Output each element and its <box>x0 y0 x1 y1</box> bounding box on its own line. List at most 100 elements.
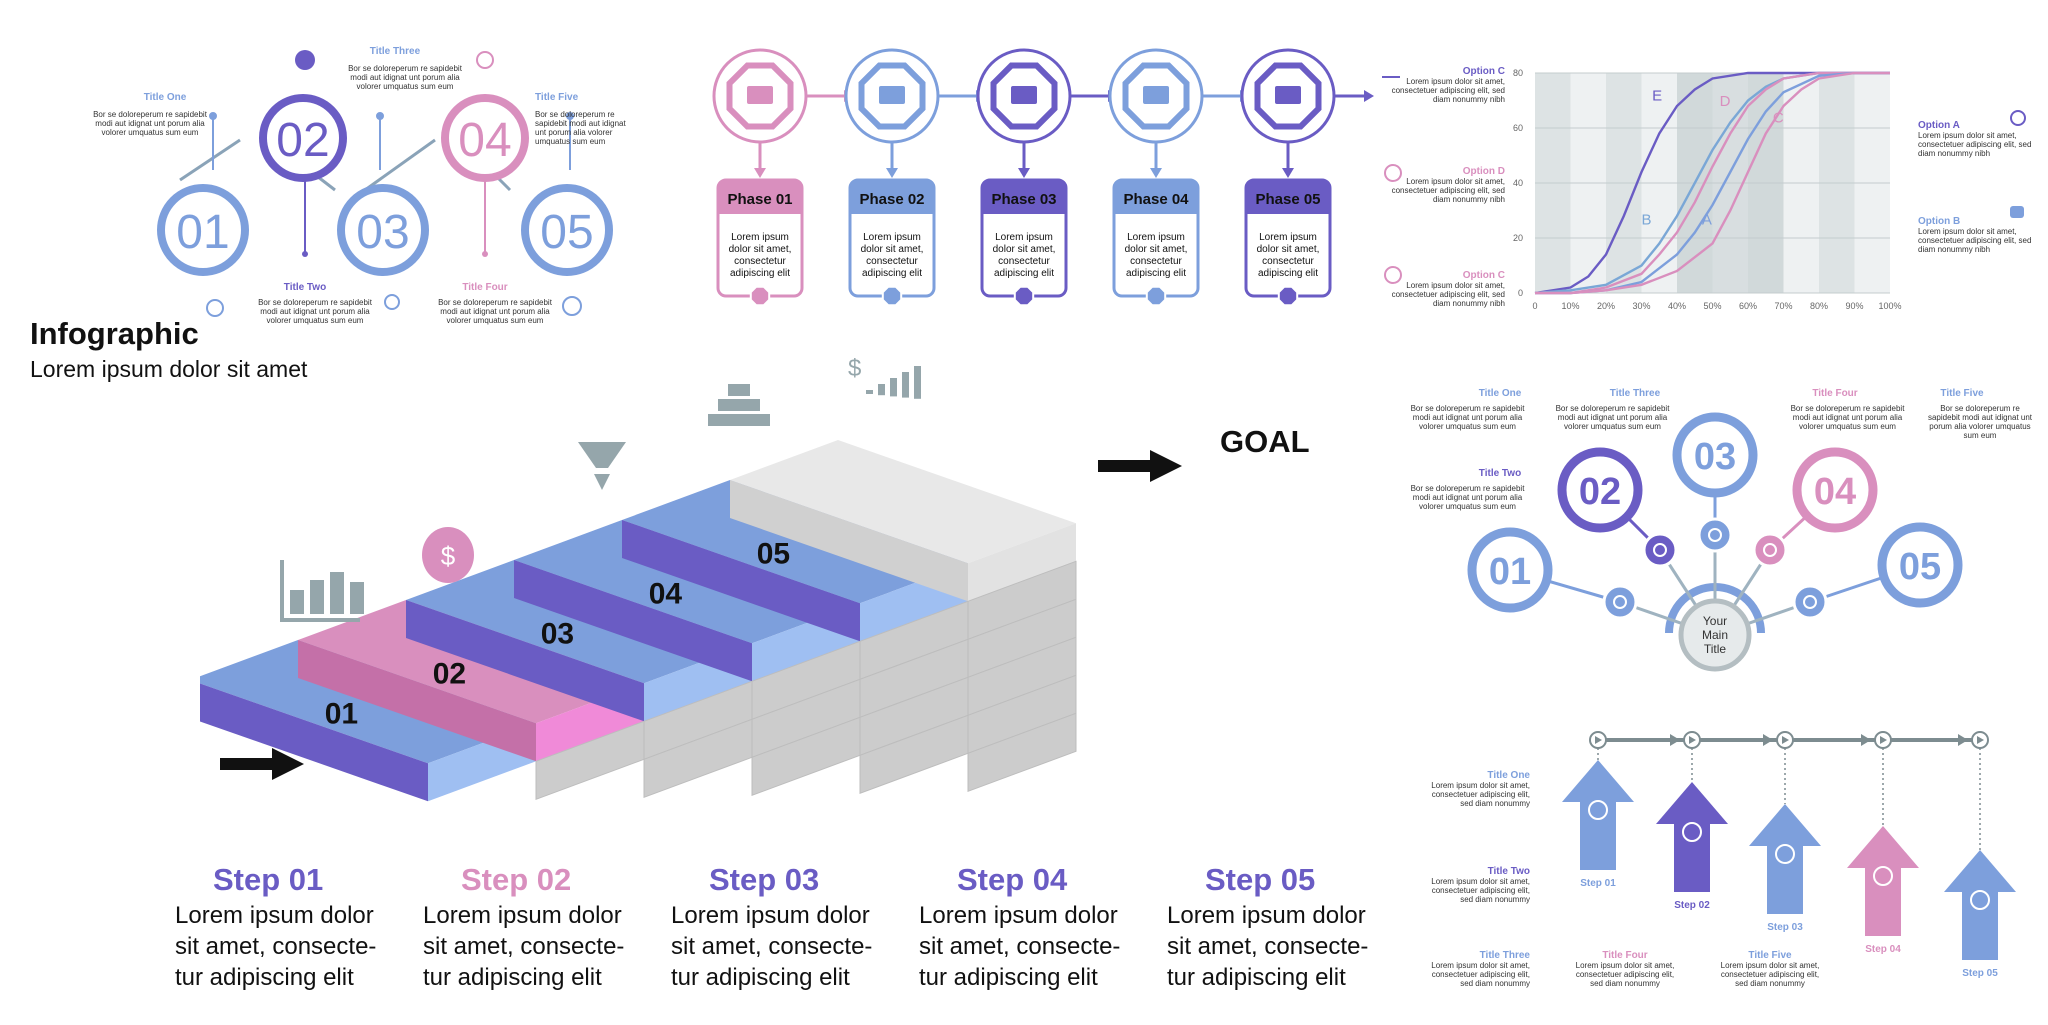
bar-chart-icon-bar <box>330 572 344 614</box>
flower-petal-4 <box>1792 447 1878 533</box>
phase-card-header <box>1246 180 1330 214</box>
stair-top-5 <box>622 480 968 604</box>
option-left-2: Option D Lorem ipsum dolor sit amet, con… <box>1391 166 1505 204</box>
phase-arrowhead <box>1364 90 1374 102</box>
y-tick-label: 60 <box>1513 123 1523 133</box>
phase-label: Phase 01 <box>727 191 792 208</box>
arrow-note-two: Title Two Lorem ipsum dolor sit amet, co… <box>1431 866 1530 904</box>
flower-body-one: Bor se doloreperum re sapidebit modi aut… <box>1410 404 1525 431</box>
stair-side-3 <box>406 600 644 722</box>
page-subtitle: Lorem ipsum dolor sit amet <box>30 356 308 382</box>
bar-chart-icon-bar <box>310 580 324 614</box>
phase-bottom-marker <box>881 285 903 307</box>
phase-body-line: Lorem ipsum <box>731 232 789 243</box>
gold-bars-icon <box>708 414 730 426</box>
arrow-note-five: Title Five Lorem ipsum dolor sit amet, c… <box>1720 950 1820 988</box>
arrow-note-one: Title One Lorem ipsum dolor sit amet, co… <box>1431 770 1530 808</box>
puzzle-icon <box>295 50 315 70</box>
ring-num-04: 04 <box>458 114 511 167</box>
ring-body-four: Bor se doloreperum re sapidebit modi aut… <box>438 298 552 325</box>
money-chart-icon-bar <box>878 384 885 396</box>
bar-chart-icon-bar <box>350 582 364 614</box>
phase-body-line: adipiscing elit <box>730 268 790 279</box>
gold-bars-icon <box>718 399 740 411</box>
ring-body-five: Bor se doloreperum re sapidebit modi aut… <box>535 110 626 146</box>
step-arrow-2 <box>1656 782 1728 892</box>
main-title-text: Title <box>1704 642 1727 656</box>
money-chart-icon-bar <box>890 378 897 397</box>
stair-top-2 <box>298 600 644 724</box>
timeline-arrowhead <box>1958 734 1968 746</box>
stair-top-1 <box>190 640 536 764</box>
ring-body-two: Bor se doloreperum re sapidebit modi aut… <box>258 298 372 325</box>
x-tick-label: 30% <box>1632 301 1650 311</box>
step-description-line: tur adipiscing elit <box>423 964 602 991</box>
stair-side-2 <box>298 640 536 762</box>
phase-drop-arrow <box>1150 168 1162 178</box>
options-chart-section: Option C Lorem ipsum dolor sit amet, con… <box>1380 58 2040 338</box>
phase-body-line: consectetur <box>866 256 918 267</box>
ring-04 <box>441 94 529 182</box>
phase-card-header <box>718 180 802 214</box>
flower-number-3: 03 <box>1694 436 1736 478</box>
brain-icon <box>1384 164 1402 182</box>
phase-bottom-marker <box>1013 285 1035 307</box>
bulb-icon <box>384 294 400 310</box>
step-title-5: Step 05 <box>1205 862 1316 897</box>
stair-number-4: 04 <box>649 578 683 611</box>
step-description-line: Lorem ipsum dolor <box>1167 902 1366 929</box>
phase-label: Phase 04 <box>1123 191 1189 208</box>
stair-face-6 <box>968 523 1076 602</box>
arrow-step-label-2: Step 02 <box>1674 900 1710 911</box>
flower-number-5: 05 <box>1899 546 1941 588</box>
gold-bars-icon <box>748 414 770 426</box>
step-title-4: Step 04 <box>957 862 1068 897</box>
arrow-step-label-5: Step 05 <box>1962 968 1998 979</box>
phase-body-line: adipiscing elit <box>994 268 1054 279</box>
main-title-text: Main <box>1702 628 1728 642</box>
ring-05 <box>521 184 613 276</box>
stair-side-5 <box>622 520 860 642</box>
phase-body-line: Lorem ipsum <box>1127 232 1185 243</box>
money-chart-icon-glyph <box>1011 86 1037 104</box>
x-tick-label: 40% <box>1668 301 1686 311</box>
phase-body-line: adipiscing elit <box>862 268 922 279</box>
phase-body-line: dolor sit amet, <box>729 244 792 255</box>
rings-graphic: 01 02 03 04 05 <box>157 50 613 317</box>
stopwatch-icon <box>2010 110 2026 126</box>
phase-body-line: consectetur <box>998 256 1050 267</box>
ring-body-three: Bor se doloreperum re sapidebit modi aut… <box>348 64 462 91</box>
gold-bars-icon-glyph <box>747 86 773 104</box>
phase-label: Phase 02 <box>859 191 924 208</box>
money-bag-icon <box>422 527 474 583</box>
bar-chart-icon-bar <box>290 590 304 614</box>
series-line-D <box>1535 71 1890 295</box>
series-label-C: C <box>1773 110 1784 127</box>
dollar-icon-glyph <box>1708 528 1722 542</box>
main-title-circle <box>1678 598 1752 672</box>
timeline-arrowhead <box>1670 734 1680 746</box>
puzzle-icon-glyph <box>1653 543 1667 557</box>
phase-label: Phase 03 <box>991 191 1056 208</box>
phase-body-line: dolor sit amet, <box>861 244 924 255</box>
step-title-3: Step 03 <box>709 862 820 897</box>
phase-body-line: Lorem ipsum <box>995 232 1053 243</box>
play-icon <box>1977 736 1984 744</box>
money-chart-icon-bar <box>902 372 909 398</box>
x-tick-label: 60% <box>1739 301 1757 311</box>
y-tick-label: 20 <box>1513 233 1523 243</box>
stair-top-4 <box>514 520 860 644</box>
y-tick-label: 40 <box>1513 178 1523 188</box>
x-tick-label: 10% <box>1561 301 1579 311</box>
stair-riser <box>967 712 1077 793</box>
phase-body-line: consectetur <box>1130 256 1182 267</box>
goal-label: GOAL <box>1220 424 1310 459</box>
